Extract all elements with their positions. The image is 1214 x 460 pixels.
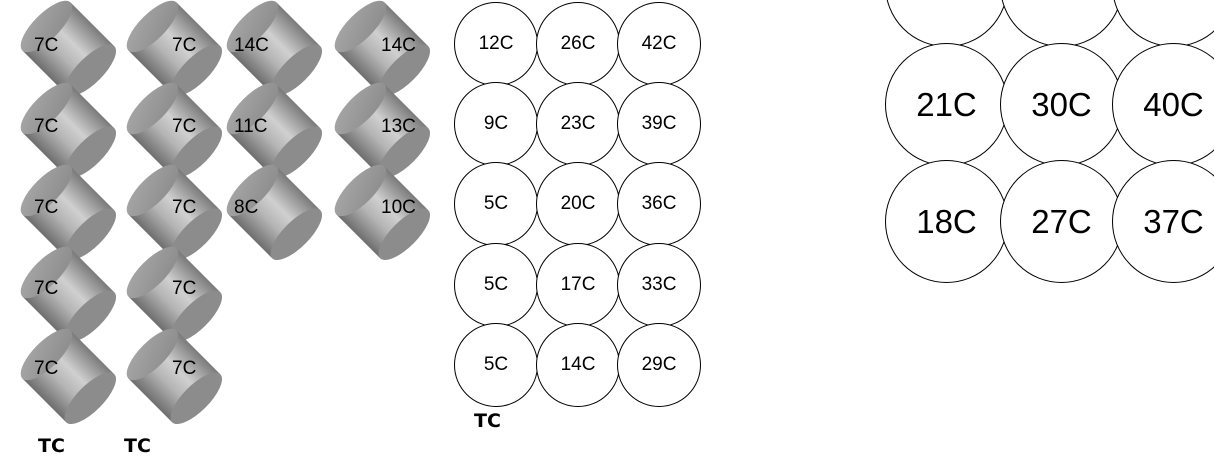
cylinder-label: 14C — [234, 35, 269, 56]
circle-cell: 42C — [617, 2, 701, 86]
cylinder-label: 8C — [234, 197, 259, 218]
circle-cell: 40C — [1112, 43, 1214, 166]
cylinder-label: 7C — [172, 35, 197, 56]
cylinder-label: 7C — [34, 116, 59, 137]
cylinder-label: 10C — [381, 197, 416, 218]
cylinder-b-right-2 — [334, 164, 431, 261]
cylinder-label: 13C — [381, 116, 416, 137]
circle-cell: 21C — [885, 43, 1008, 166]
cylinder-a-right-0 — [126, 0, 223, 97]
circle-cell: 5C — [454, 323, 538, 407]
cylinder-a-right-4 — [126, 328, 223, 425]
circle-cell: 5C — [454, 243, 538, 327]
cylinder-label: 7C — [172, 278, 197, 299]
circle-cell: 12C — [454, 2, 538, 86]
cylinder-a-left-3 — [20, 246, 117, 343]
block-a-footer-left: TC — [38, 435, 65, 457]
circle-grid-small-footer: TC — [474, 410, 501, 432]
cylinder-b-left-2 — [226, 164, 323, 261]
circle-cell: 29C — [617, 323, 701, 407]
circle-cell: 34C — [1000, 0, 1123, 47]
circle-cell: 30C — [1000, 43, 1123, 166]
cylinder-label: 7C — [172, 116, 197, 137]
circle-cell: 9C — [454, 82, 538, 166]
cylinder-b-right-0 — [334, 0, 431, 97]
cylinder-b-left-0 — [226, 0, 323, 97]
cylinder-label: 7C — [172, 358, 197, 379]
circle-cell: 26C — [536, 2, 620, 86]
cylinder-label: 7C — [172, 197, 197, 218]
circle-cell: 37C — [1112, 160, 1214, 283]
cylinder-a-left-1 — [20, 82, 117, 179]
cylinder-label: 7C — [34, 358, 59, 379]
circle-cell: 36C — [617, 162, 701, 246]
cylinder-a-right-1 — [126, 82, 223, 179]
circle-cell: 27C — [1000, 160, 1123, 283]
cylinder-label: 7C — [34, 35, 59, 56]
cylinder-a-left-2 — [20, 164, 117, 261]
circle-cell: 33C — [617, 243, 701, 327]
circle-cell: 24C — [885, 0, 1008, 47]
cylinder-label: 14C — [381, 35, 416, 56]
cylinder-a-left-0 — [20, 0, 117, 97]
cylinder-a-left-4 — [20, 328, 117, 425]
circle-cell: 17C — [536, 243, 620, 327]
cylinder-label: 7C — [34, 197, 59, 218]
circle-cell: 18C — [885, 160, 1008, 283]
circle-cell: 5C — [454, 162, 538, 246]
circle-cell: 39C — [617, 82, 701, 166]
cylinder-b-right-1 — [334, 82, 431, 179]
cylinder-label: 7C — [34, 278, 59, 299]
cylinder-a-right-3 — [126, 246, 223, 343]
cylinder-label: 11C — [234, 116, 268, 137]
circle-cell: 45C — [1112, 0, 1214, 47]
cylinder-b-left-1 — [226, 82, 323, 179]
cylinder-blocks — [20, 0, 431, 425]
circle-cell: 23C — [536, 82, 620, 166]
circle-cell: 14C — [536, 323, 620, 407]
cylinder-a-right-2 — [126, 164, 223, 261]
block-a-footer-right: TC — [124, 435, 151, 457]
circle-cell: 20C — [536, 162, 620, 246]
